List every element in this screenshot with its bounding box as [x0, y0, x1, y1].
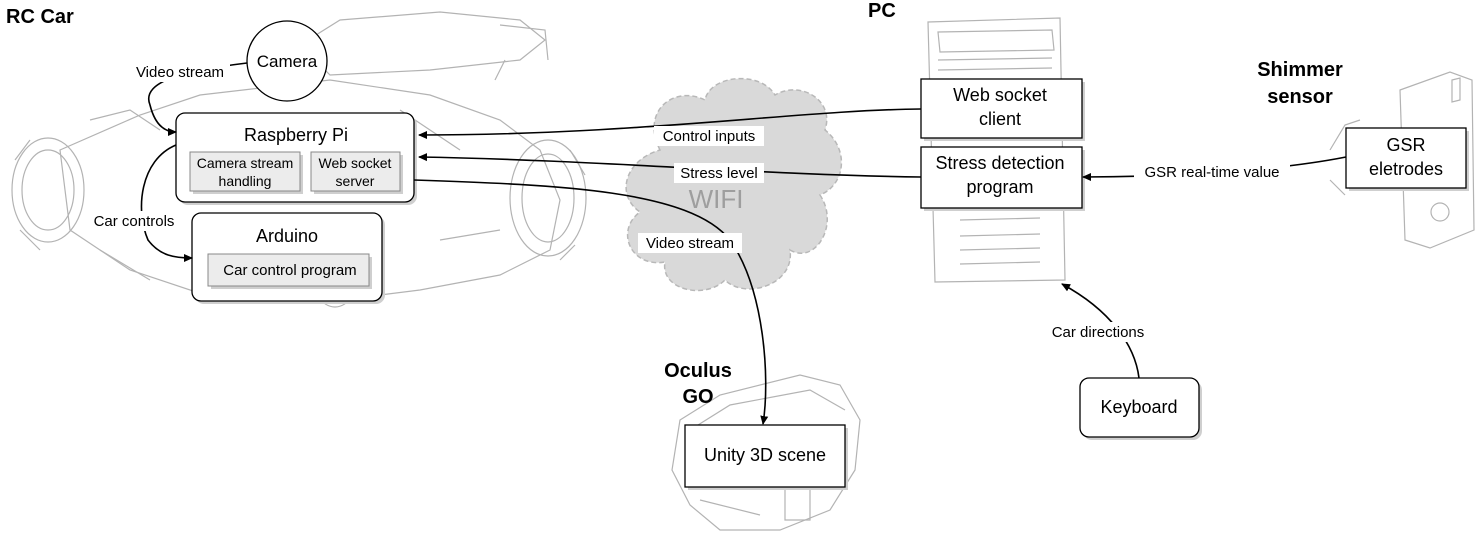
label-video-stream-oculus: Video stream: [646, 235, 734, 252]
camera-stream-label-1: Camera stream: [197, 155, 293, 171]
unity-label: Unity 3D scene: [704, 445, 826, 465]
ws-client-label-2: client: [979, 109, 1021, 129]
pc-title: PC: [868, 0, 896, 22]
ws-server-label-2: server: [336, 173, 375, 189]
stress-detection-node: Stress detection program: [920, 146, 1085, 211]
raspberry-pi-label: Raspberry Pi: [244, 125, 348, 145]
edge-labels: Video stream Car controls Control inputs…: [88, 62, 1290, 342]
shimmer-title-line1: Shimmer: [1257, 59, 1343, 81]
shimmer-sensor-sketch: [1329, 71, 1475, 249]
ws-client-node: Web socket client: [920, 78, 1085, 141]
stress-label-2: program: [966, 177, 1033, 197]
wifi-cloud: WIFI: [625, 77, 842, 292]
oculus-title-line2: GO: [682, 386, 713, 408]
camera-node: Camera: [246, 20, 328, 102]
arduino-label: Arduino: [256, 226, 318, 246]
arduino-node: Arduino Car control program: [191, 212, 385, 304]
oculus-title-line1: Oculus: [664, 360, 732, 382]
camera-stream-label-2: handling: [219, 173, 272, 189]
edge-control-inputs: [418, 108, 922, 139]
camera-label: Camera: [257, 52, 318, 71]
stress-label-1: Stress detection: [935, 153, 1064, 173]
car-control-program-label: Car control program: [223, 262, 356, 279]
ws-client-label-1: Web socket: [953, 85, 1047, 105]
keyboard-label: Keyboard: [1100, 397, 1177, 417]
label-car-directions: Car directions: [1052, 324, 1145, 341]
wifi-label: WIFI: [689, 184, 744, 214]
edge-car-controls: [140, 144, 193, 262]
label-video-stream-camera: Video stream: [136, 64, 224, 81]
unity-node: Unity 3D scene: [684, 424, 848, 490]
keyboard-node: Keyboard: [1079, 377, 1202, 440]
gsr-node: GSR eletrodes: [1345, 127, 1469, 191]
shimmer-title-line2: sensor: [1267, 86, 1333, 108]
label-car-controls: Car controls: [94, 213, 175, 230]
edge-video-oculus: [413, 179, 769, 425]
ws-server-label-1: Web socket: [319, 155, 392, 171]
label-gsr-value: GSR real-time value: [1144, 164, 1279, 181]
gsr-label-1: GSR: [1386, 135, 1425, 155]
label-stress-level: Stress level: [680, 165, 758, 182]
gsr-label-2: eletrodes: [1369, 159, 1443, 179]
label-control-inputs: Control inputs: [663, 128, 756, 145]
raspberry-pi-node: Raspberry Pi Camera stream handling Web …: [175, 112, 417, 205]
rc-car-title: RC Car: [6, 6, 74, 28]
